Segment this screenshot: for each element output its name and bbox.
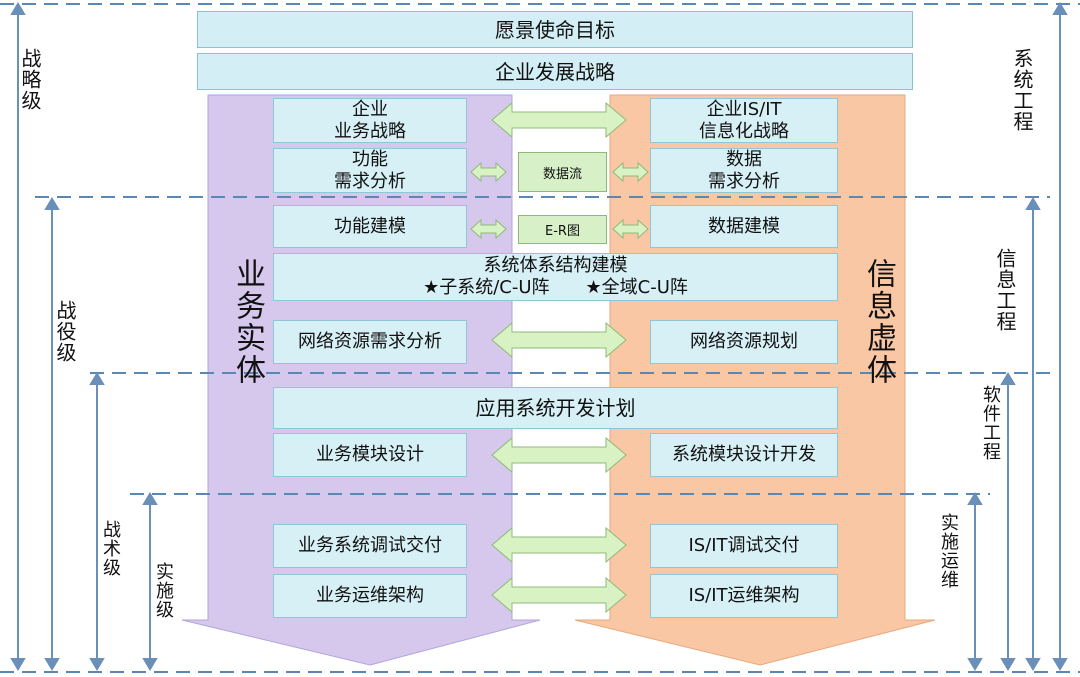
left-entity-label: 业务实体	[230, 258, 265, 386]
level-strategic: 战略级	[18, 48, 42, 111]
biz-ops-box: 业务运维架构	[273, 574, 467, 618]
strategy-label: 企业发展战略	[495, 59, 615, 84]
er-box: E-R图	[518, 215, 607, 244]
sys-module-box: 系统模块设计开发	[650, 433, 838, 477]
data-req-box: 数据 需求分析	[650, 148, 838, 193]
small-arrow-model-right	[612, 218, 649, 240]
level-implementation: 实施级	[153, 562, 174, 619]
double-arrow-module	[491, 436, 627, 474]
net-plan-box: 网络资源规划	[650, 320, 838, 364]
eng-software: 软件工程	[980, 385, 1001, 461]
it-deploy-box: IS/IT调试交付	[650, 524, 838, 568]
biz-deploy-box: 业务系统调试交付	[273, 524, 467, 568]
double-arrow-strategy	[491, 101, 627, 139]
eng-information: 信息工程	[993, 248, 1017, 332]
arch-title: 系统体系结构建模	[483, 255, 628, 276]
eng-ops: 实施运维	[938, 513, 959, 589]
dataflow-box: 数据流	[518, 152, 607, 192]
it-strategy-box: 企业IS/IT 信息化战略	[650, 98, 838, 143]
app-plan-box: 应用系统开发计划	[273, 387, 838, 429]
level-campaign: 战役级	[53, 300, 77, 363]
arch-subtitle: ★子系统/C-U阵 ★全域C-U阵	[423, 277, 688, 298]
double-arrow-deploy	[491, 526, 627, 564]
vision-label: 愿景使命目标	[495, 17, 615, 42]
it-ops-box: IS/IT运维架构	[650, 574, 838, 618]
level-tactical: 战术级	[100, 520, 121, 577]
net-req-box: 网络资源需求分析	[273, 320, 467, 364]
small-arrow-func-right	[612, 161, 649, 183]
vision-banner: 愿景使命目标	[197, 11, 913, 48]
strategy-banner: 企业发展战略	[197, 53, 913, 90]
right-entity-label: 信息虚体	[861, 258, 896, 386]
func-req-box: 功能 需求分析	[273, 148, 467, 193]
biz-module-box: 业务模块设计	[273, 433, 467, 477]
data-model-box: 数据建模	[650, 205, 838, 248]
func-model-box: 功能建模	[273, 205, 467, 248]
biz-strategy-box: 企业 业务战略	[273, 98, 467, 143]
small-arrow-model-left	[470, 218, 507, 240]
arch-model-box: 系统体系结构建模 ★子系统/C-U阵 ★全域C-U阵	[273, 253, 838, 301]
double-arrow-ops	[491, 576, 627, 614]
eng-system: 系统工程	[1010, 48, 1034, 132]
double-arrow-network	[491, 321, 627, 359]
small-arrow-func-left	[470, 161, 507, 183]
